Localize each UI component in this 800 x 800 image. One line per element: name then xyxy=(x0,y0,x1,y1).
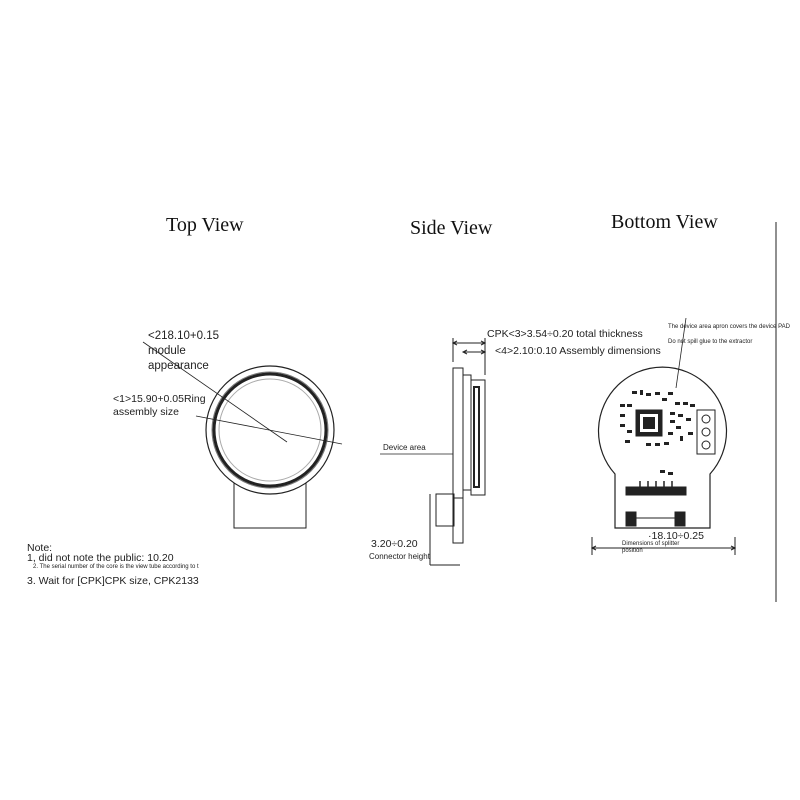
side-view-pcb-tail xyxy=(452,497,464,544)
bottom-view-note-leader xyxy=(675,317,687,389)
side-view-drawing xyxy=(380,338,487,566)
top-view-ring-dimension: <1>15.90+0.05Ring xyxy=(113,393,206,405)
side-view-device-area-label: Device area xyxy=(383,443,426,452)
heading-bottom-view: Bottom View xyxy=(611,211,718,233)
bottom-view-splitter-label: Dimensions of splitter xyxy=(622,541,680,547)
top-view-ring-label: assembly size xyxy=(113,406,179,418)
bottom-view-splitter-dimension: ·18.10÷0.25 xyxy=(648,530,704,542)
bottom-view-chip-core xyxy=(643,417,655,429)
bottom-view-connector-latch-right xyxy=(674,511,686,527)
heading-side-view: Side View xyxy=(410,217,493,239)
bottom-view-arrow xyxy=(730,545,737,551)
top-view-module-leader xyxy=(142,341,288,443)
top-view-lens-ring xyxy=(212,372,328,488)
notes-line-3: 3. Wait for [CPK]CPK size, CPK2133 xyxy=(27,575,199,587)
side-view-arrow xyxy=(451,340,458,346)
top-view-module-dimension: <218.10+0.15 xyxy=(148,330,219,342)
side-view-lens-body xyxy=(462,374,472,491)
bottom-view-splitter-label: position xyxy=(622,548,643,554)
notes-line-2: 2. The serial number of the core is the … xyxy=(33,564,199,570)
bottom-view-drawing xyxy=(590,317,737,555)
side-view-thickness-label: CPK<3>3.54÷0.20 total thickness xyxy=(487,328,643,340)
top-view-middle-ring xyxy=(211,371,329,489)
top-view-module-label: module xyxy=(148,345,186,357)
bottom-view-connector-latch-left xyxy=(625,511,637,527)
side-view-glass xyxy=(473,386,480,488)
side-view-arrow xyxy=(480,349,487,355)
top-view-inner-ring xyxy=(218,378,322,482)
top-view-ring-leader xyxy=(195,415,343,445)
bottom-view-note-glue: Do not spill glue to the extractor xyxy=(668,339,753,345)
bottom-view-board-outline xyxy=(597,366,728,529)
side-view-arrow xyxy=(461,349,468,355)
side-view-assembly-label: <4>2.10:0.10 Assembly dimensions xyxy=(495,345,661,357)
side-view-connector-label: Connector height xyxy=(369,552,430,561)
notes-line-1: 1, did not note the public: 10.20 xyxy=(27,552,174,564)
top-view-drawing xyxy=(142,341,343,529)
bottom-view-pin xyxy=(701,427,711,437)
side-view-connector xyxy=(435,493,455,527)
bottom-view-pin-header xyxy=(696,409,716,455)
top-view-module-label: appearance xyxy=(148,360,209,372)
bottom-view-pin xyxy=(701,440,711,450)
side-view-arrow xyxy=(480,340,487,346)
bottom-view-smd-components xyxy=(620,390,695,475)
side-view-lens-front xyxy=(470,379,486,496)
side-view-pcb xyxy=(452,367,464,499)
heading-top-view: Top View xyxy=(166,214,244,236)
bottom-view-arrow xyxy=(590,545,597,551)
notes-title: Note: xyxy=(27,542,53,554)
side-view-connector-dimension: 3.20÷0.20 xyxy=(371,538,418,550)
bottom-view-pin xyxy=(701,414,711,424)
bottom-view-note-pad: The device area apron covers the device … xyxy=(668,324,790,330)
